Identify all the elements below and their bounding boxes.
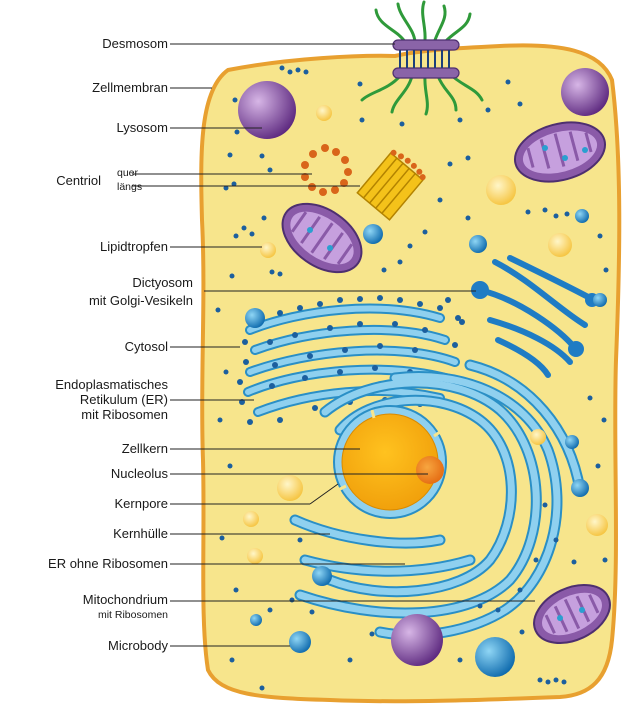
label-microbody: Microbody [108, 638, 168, 653]
label-centriol-quer: quer [117, 167, 138, 179]
label-mitochondrium-sub: mit Ribosomen [98, 609, 168, 621]
label-dictyosom: Dictyosom mit Golgi-Vesikeln [89, 275, 193, 308]
label-mitochondrium: Mitochondrium [83, 592, 168, 607]
nucleus [334, 406, 446, 518]
label-desmosom: Desmosom [102, 36, 168, 51]
label-dictyosom-line2: mit Golgi-Vesikeln [89, 293, 193, 308]
label-centriol-laengs: längs [117, 181, 142, 193]
label-er-line2: Retikulum (ER) [55, 392, 168, 407]
label-zellmembran: Zellmembran [92, 80, 168, 95]
label-kernpore: Kernpore [115, 496, 168, 511]
label-zellkern: Zellkern [122, 441, 168, 456]
label-centriol: Centriol [56, 173, 101, 188]
label-er: Endoplasmatisches Retikulum (ER) mit Rib… [55, 377, 168, 422]
label-cytosol: Cytosol [125, 339, 168, 354]
label-lipidtropfen: Lipidtropfen [100, 239, 168, 254]
label-nucleolus: Nucleolus [111, 466, 168, 481]
label-lysosom: Lysosom [116, 120, 168, 135]
label-dictyosom-line1: Dictyosom [89, 275, 193, 290]
label-er-line3: mit Ribosomen [55, 407, 168, 422]
label-er-ohne-ribosomen: ER ohne Ribosomen [48, 556, 168, 571]
label-er-line1: Endoplasmatisches [55, 377, 168, 392]
label-kernhuelle: Kernhülle [113, 526, 168, 541]
